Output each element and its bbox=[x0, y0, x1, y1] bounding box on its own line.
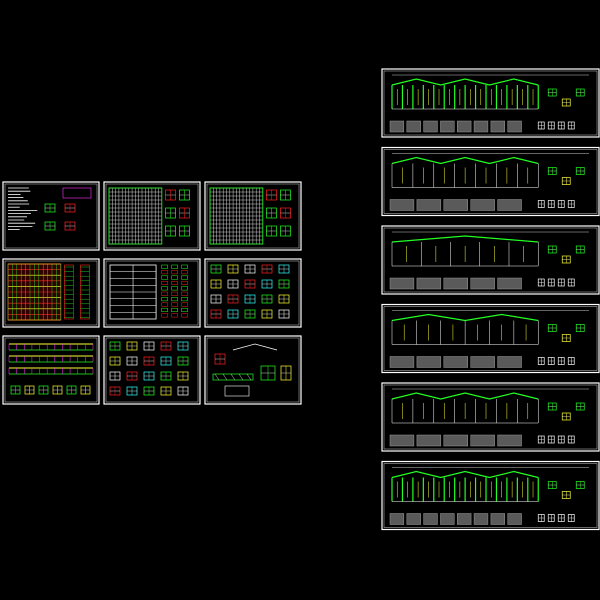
left-sheet-8 bbox=[103, 335, 201, 405]
left-sheet-5 bbox=[103, 258, 201, 328]
right-sheet-6 bbox=[381, 460, 600, 531]
left-sheet-9 bbox=[204, 335, 302, 405]
right-sheet-5 bbox=[381, 382, 600, 452]
left-sheet-6 bbox=[204, 258, 302, 328]
right-sheet-group bbox=[381, 68, 600, 531]
left-sheet-7 bbox=[2, 335, 100, 405]
right-sheet-3 bbox=[381, 225, 600, 295]
right-sheet-4 bbox=[381, 303, 600, 374]
right-sheet-1 bbox=[381, 68, 600, 138]
left-sheet-2 bbox=[103, 181, 201, 251]
left-sheet-group bbox=[2, 181, 302, 405]
left-sheet-1 bbox=[2, 181, 100, 251]
left-sheet-4 bbox=[2, 258, 100, 328]
right-sheet-2 bbox=[381, 146, 600, 217]
left-sheet-3 bbox=[204, 181, 302, 251]
